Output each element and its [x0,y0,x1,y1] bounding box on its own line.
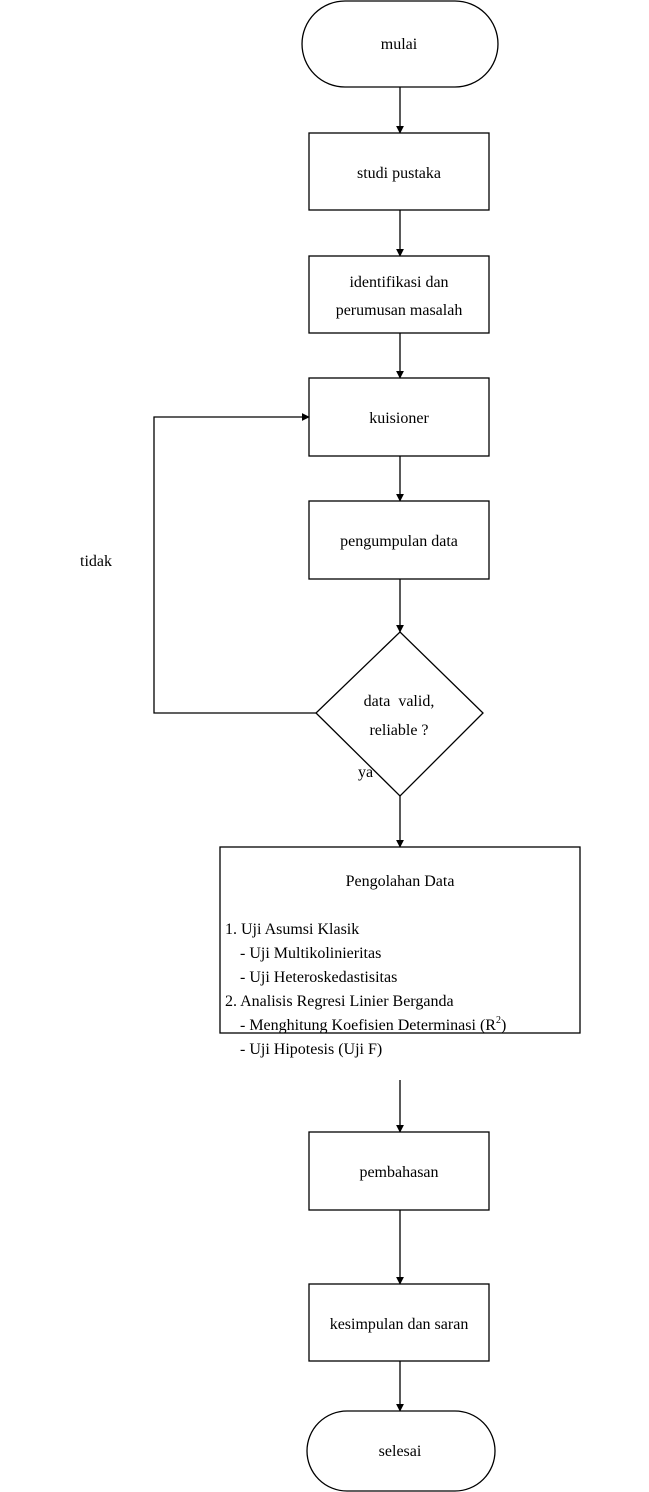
discussion-label: pembahasan [359,1164,438,1181]
identify-label-line2: perumusan masalah [336,302,463,319]
collect-label: pengumpulan data [340,533,458,550]
identify-box: identifikasi dan perumusan masalah [308,255,490,334]
questionnaire-box: kuisioner [308,377,490,457]
processing-line-5-sup: 2 [496,1015,501,1026]
discussion-box: pembahasan [308,1131,490,1211]
start-terminator: mulai [301,0,499,88]
conclusion-box: kesimpulan dan saran [308,1283,490,1362]
processing-line-5: - Menghitung Koefisien Determinasi (R2) [240,1015,506,1034]
processing-line-4: 2. Analisis Regresi Linier Berganda [225,993,454,1010]
processing-line-5-main: - Menghitung Koefisien Determinasi (R [240,1017,496,1034]
processing-line-5-close: ) [501,1017,506,1034]
questionnaire-label: kuisioner [369,410,429,427]
end-terminator: selesai [306,1410,496,1492]
conclusion-label: kesimpulan dan saran [330,1316,469,1333]
start-label: mulai [381,36,418,53]
study-label: studi pustaka [357,165,441,182]
processing-line-2: - Uji Multikolinieritas [240,945,381,962]
yes-label: ya [358,764,373,781]
study-box: studi pustaka [308,132,490,211]
processing-line-1: 1. Uji Asumsi Klasik [225,921,359,938]
decision-label-line2: reliable ? [369,722,428,739]
decision-diamond: data valid, reliable ? [315,631,484,797]
arrow-no-loop [153,413,316,714]
end-label: selesai [379,1443,422,1460]
processing-line-3: - Uji Heteroskedastisitas [240,969,397,986]
identify-label-line1: identifikasi dan [349,274,448,291]
processing-box: Pengolahan Data 1. Uji Asumsi Klasik - U… [219,846,581,1058]
processing-line-6: - Uji Hipotesis (Uji F) [240,1041,382,1058]
processing-title: Pengolahan Data [346,873,455,890]
collect-box: pengumpulan data [308,500,490,580]
decision-label-line1: data valid, [364,693,435,710]
no-label: tidak [80,553,112,570]
